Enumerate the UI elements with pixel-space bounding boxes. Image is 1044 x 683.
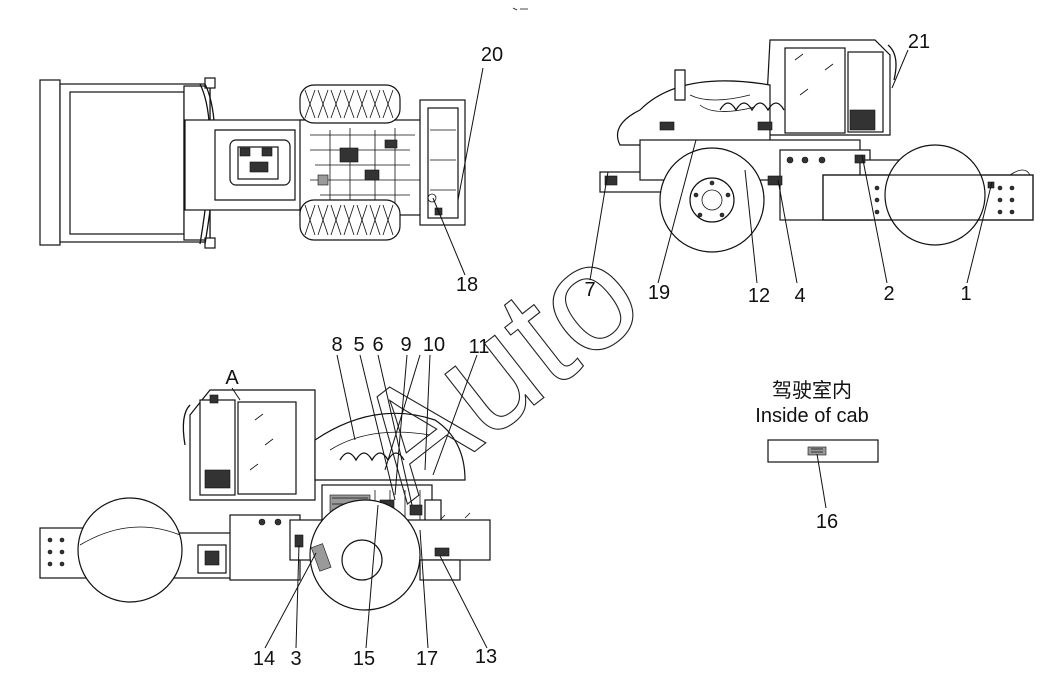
callout-21: 21 (907, 31, 931, 53)
callout-5: 5 (353, 334, 365, 356)
top-mark (512, 7, 528, 11)
callout-19: 19 (647, 282, 671, 304)
callout-1: 1 (960, 283, 972, 305)
watermark-outline-letters: Auto (323, 207, 671, 530)
leader-lines (231, 49, 993, 649)
side-view-left-machine (39, 389, 491, 611)
callout-7: 7 (584, 279, 596, 301)
inside-cab-caption-chinese: 驾驶室内 (772, 380, 852, 402)
inside-cab-caption-english: Inside of cab (755, 405, 869, 427)
callout-12: 12 (747, 285, 771, 307)
callout-17: 17 (415, 648, 439, 670)
callout-6: 6 (372, 334, 384, 356)
top-view-machine (39, 77, 466, 249)
callout-9: 9 (400, 334, 412, 356)
callout-2: 2 (883, 283, 895, 305)
callout-14: 14 (252, 648, 276, 670)
callout-3: 3 (290, 648, 302, 670)
svg-text:Auto: Auto (323, 207, 670, 529)
side-view-right-machine (599, 39, 1034, 253)
callout-15: 15 (352, 648, 376, 670)
callout-4: 4 (794, 285, 806, 307)
callout-13: 13 (474, 646, 498, 668)
callout-11: 11 (468, 336, 490, 358)
callout-20: 20 (480, 44, 504, 66)
callout-A: A (225, 367, 239, 389)
callout-8: 8 (331, 334, 343, 356)
callout-10: 10 (422, 334, 446, 356)
callout-18: 18 (455, 274, 479, 296)
callout-16: 16 (815, 511, 839, 533)
inside-cab-sticker (767, 439, 879, 463)
